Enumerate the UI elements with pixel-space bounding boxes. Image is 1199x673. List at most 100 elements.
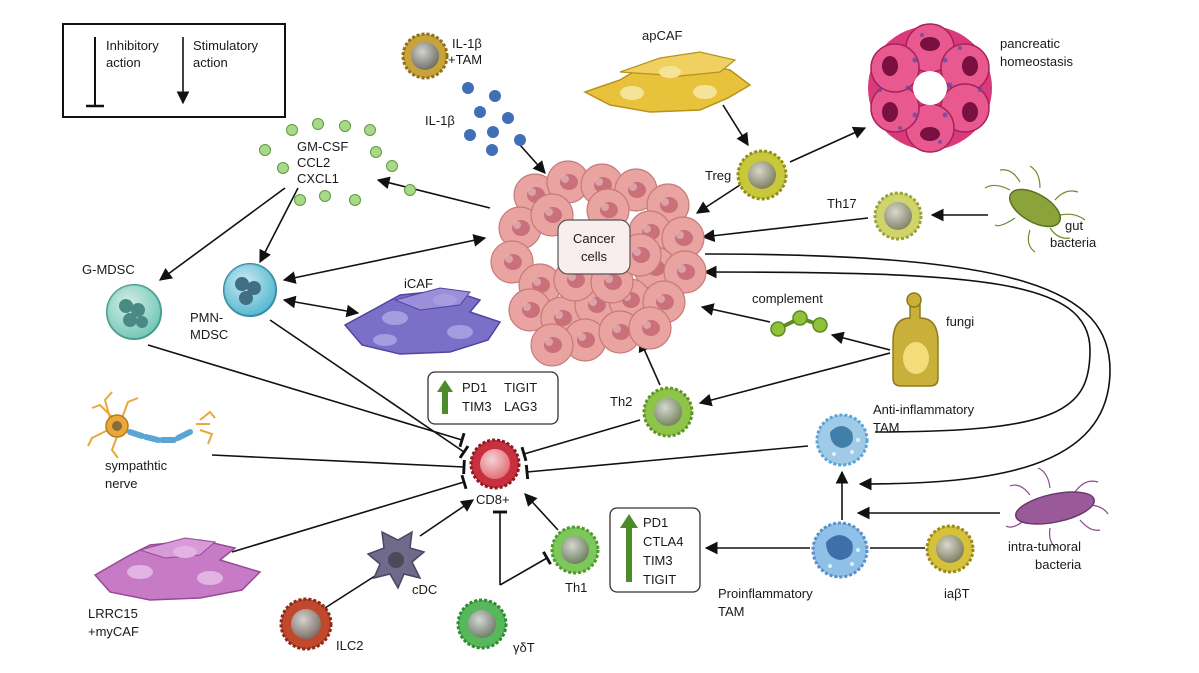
inhibit-antitam-cd8 bbox=[524, 445, 809, 480]
treg-label: Treg bbox=[705, 168, 731, 183]
cancer-label-box bbox=[557, 219, 631, 275]
sympathetic-nerve bbox=[87, 391, 216, 459]
arrow-treg-to-cancer bbox=[695, 184, 741, 214]
inhibit-gmdsc-cd8 bbox=[147, 344, 466, 448]
gmdsc-cell bbox=[106, 284, 162, 340]
th17-label: Th17 bbox=[827, 196, 857, 211]
il1b-tam-cell bbox=[401, 32, 449, 80]
checkpoint-top-pd1: PD1 bbox=[462, 380, 487, 395]
legend-stimulatory-line2: action bbox=[193, 55, 228, 70]
icaf-cells bbox=[343, 287, 502, 355]
arrow-apcaf-to-treg bbox=[722, 104, 749, 147]
cd8-label: CD8+ bbox=[476, 492, 510, 507]
checkpoint-top-tigit: TIGIT bbox=[504, 380, 537, 395]
th2-label: Th2 bbox=[610, 394, 632, 409]
lrrc15-label-line2: +myCAF bbox=[88, 624, 139, 639]
arrow-cancer-pmn bbox=[282, 234, 487, 284]
pro-tam-label-line1: Proinflammatory bbox=[718, 586, 813, 601]
arrow-fungi-to-th2 bbox=[698, 352, 891, 407]
arrow-fungi-to-complement bbox=[830, 331, 891, 351]
arrow-treg-to-pancreas bbox=[789, 126, 867, 163]
cdc-label: cDC bbox=[412, 582, 437, 597]
gut-bacteria-label-line1: gut bbox=[1065, 218, 1083, 233]
intra-bacteria-label-line2: bacteria bbox=[1035, 557, 1082, 572]
pancreatic-label-line1: pancreatic bbox=[1000, 36, 1060, 51]
arrow-th1-to-cd8 bbox=[524, 493, 559, 531]
intra-bacteria-label-line1: intra-tumoral bbox=[1008, 539, 1081, 554]
sympathetic-label-line2: nerve bbox=[105, 476, 138, 491]
ccl2-label: CCL2 bbox=[297, 155, 330, 170]
th1-label: Th1 bbox=[565, 580, 587, 595]
checkpoint-bottom-ctla4: CTLA4 bbox=[643, 534, 683, 549]
iabt-cell bbox=[925, 524, 975, 574]
arrow-pmn-icaf bbox=[282, 295, 360, 318]
apcaf-label: apCAF bbox=[642, 28, 683, 43]
gmcsf-label: GM-CSF bbox=[297, 139, 348, 154]
cytokine-dots bbox=[259, 118, 416, 206]
complement-molecule bbox=[770, 310, 828, 337]
arrow-cytokines-to-gmdsc bbox=[158, 187, 286, 281]
cdc-cell bbox=[366, 530, 426, 590]
complement-label: complement bbox=[752, 291, 823, 306]
checkpoint-box-top: PD1 TIGIT TIM3 LAG3 bbox=[427, 371, 559, 425]
il1b-tam-label-line2: +TAM bbox=[448, 52, 482, 67]
cancer-cell-cluster bbox=[490, 160, 707, 367]
arrow-il1b-to-cancer bbox=[519, 144, 546, 174]
inhibit-nerve-cd8 bbox=[211, 454, 466, 475]
upregulation-arrow-top bbox=[437, 380, 453, 414]
checkpoint-top-tim3: TIM3 bbox=[462, 399, 492, 414]
cxcl1-label: CXCL1 bbox=[297, 171, 339, 186]
cancer-label-line2: cells bbox=[581, 249, 608, 264]
link-ilc2-to-cdc bbox=[324, 573, 379, 609]
checkpoint-top-lag3: LAG3 bbox=[504, 399, 537, 414]
th1-cell bbox=[550, 525, 600, 575]
apcaf-cells bbox=[583, 51, 752, 113]
interaction-arrows bbox=[147, 104, 1111, 609]
anti-tam-label-line1: Anti-inflammatory bbox=[873, 402, 975, 417]
il1b-label: IL-1β bbox=[425, 113, 455, 128]
inhibit-pmn-cd8 bbox=[269, 319, 470, 459]
iabt-label: iaβT bbox=[944, 586, 970, 601]
lrrc15-label-line1: LRRC15 bbox=[88, 606, 138, 621]
icaf-label: iCAF bbox=[404, 276, 433, 291]
anti-inflammatory-tam-cell bbox=[815, 413, 869, 467]
pancreatic-label-line2: homeostasis bbox=[1000, 54, 1073, 69]
treg-cell bbox=[736, 149, 788, 201]
gut-bacteria-label-line2: bacteria bbox=[1050, 235, 1097, 250]
pmn-mdsc-cell bbox=[223, 263, 277, 317]
inhibit-lrrc15-cd8 bbox=[231, 474, 468, 553]
checkpoint-bottom-pd1: PD1 bbox=[643, 515, 668, 530]
anti-tam-label-line2: TAM bbox=[873, 420, 899, 435]
arrow-cytokines-to-pmn bbox=[259, 187, 299, 264]
intra-tumoral-bacteria bbox=[1005, 467, 1109, 549]
gamma-delta-t-cell bbox=[456, 598, 508, 650]
legend: Inhibitory action Stimulatory action bbox=[62, 23, 286, 118]
checkpoint-bottom-tim3: TIM3 bbox=[643, 553, 673, 568]
fungi-cell bbox=[892, 292, 939, 387]
arrow-cancer-to-cytokines bbox=[376, 176, 491, 209]
proinflammatory-tam-cell bbox=[811, 521, 869, 579]
legend-stimulatory-line1: Stimulatory bbox=[193, 38, 259, 53]
il1b-tam-label-line1: IL-1β bbox=[452, 36, 482, 51]
th17-cell bbox=[873, 191, 923, 241]
legend-inhibitory-line1: Inhibitory bbox=[106, 38, 159, 53]
arrow-complement-to-cancer bbox=[700, 303, 771, 323]
gmdsc-label: G-MDSC bbox=[82, 262, 135, 277]
pmn-mdsc-label-line1: PMN- bbox=[190, 310, 223, 325]
upregulation-arrow-bottom bbox=[620, 514, 638, 582]
gut-bacteria bbox=[984, 165, 1086, 253]
sympathetic-label-line1: sympathtic bbox=[105, 458, 168, 473]
th2-cell bbox=[642, 386, 694, 438]
legend-inhibitory-line2: action bbox=[106, 55, 141, 70]
pmn-mdsc-label-line2: MDSC bbox=[190, 327, 228, 342]
arrow-cdc-to-cd8 bbox=[419, 499, 475, 537]
arrow-th17-to-cancer bbox=[701, 217, 869, 243]
cancer-label-line1: Cancer bbox=[573, 231, 616, 246]
checkpoint-bottom-tigit: TIGIT bbox=[643, 572, 676, 587]
pro-tam-label-line2: TAM bbox=[718, 604, 744, 619]
ilc2-label: ILC2 bbox=[336, 638, 363, 653]
inhibit-th2-cd8 bbox=[520, 419, 641, 462]
ilc2-cell bbox=[279, 597, 333, 651]
lrrc15-mycaf-cells bbox=[93, 537, 262, 601]
